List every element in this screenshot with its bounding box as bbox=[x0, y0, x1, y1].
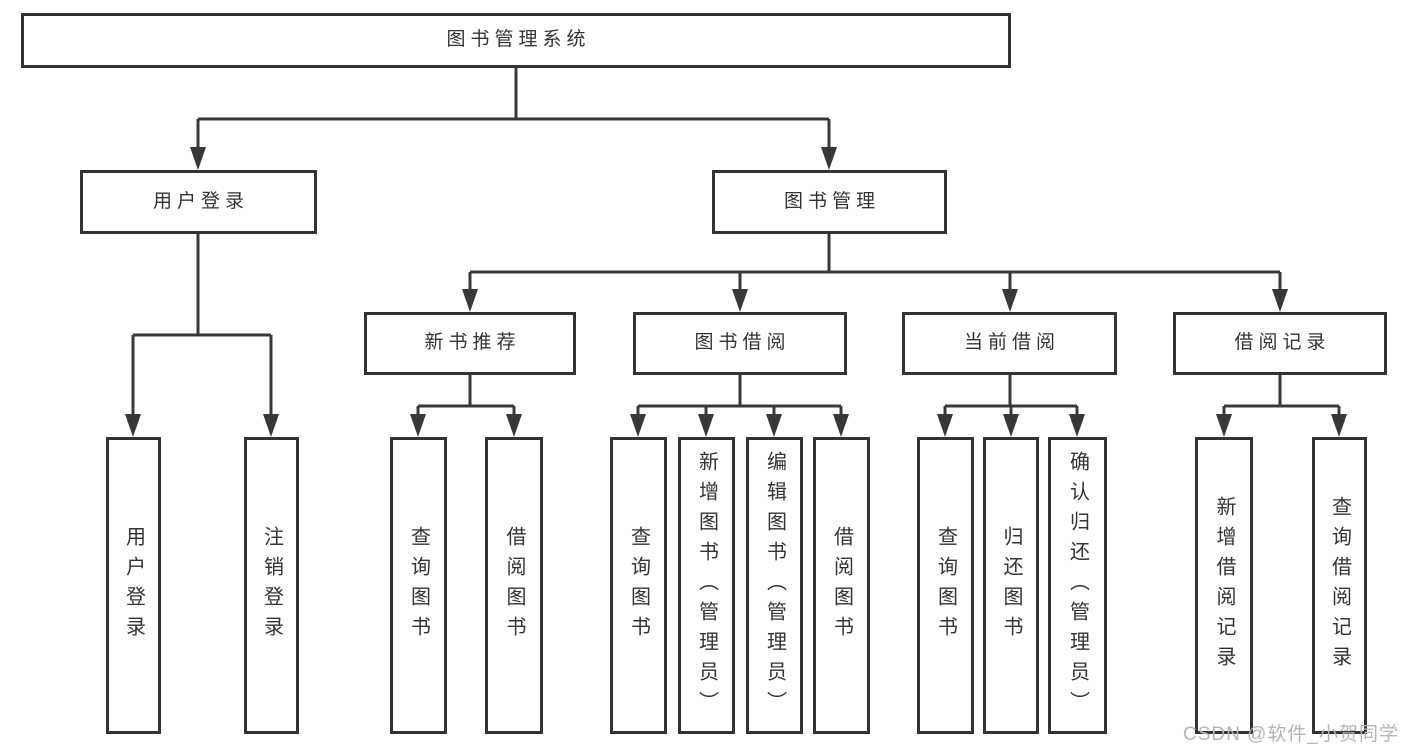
node-label: 确认归还（管理员） bbox=[1066, 450, 1089, 721]
node-user-login: 用户登录 bbox=[80, 170, 317, 234]
node-book-borrow: 图书借阅 bbox=[633, 312, 847, 375]
node-label: 新书推荐 bbox=[424, 332, 521, 354]
node-book-management: 图书管理 bbox=[712, 170, 947, 234]
csdn-watermark: CSDN @软件_小贺同学 bbox=[1183, 724, 1399, 745]
node-label: 查询借阅记录 bbox=[1328, 495, 1351, 676]
leaf-edit-books-admin: 编辑图书（管理员） bbox=[746, 437, 803, 734]
connector-book-borrow bbox=[636, 375, 843, 415]
node-label: 借阅记录 bbox=[1234, 332, 1331, 354]
leaf-query-borrow-record: 查询借阅记录 bbox=[1312, 437, 1367, 734]
node-new-book-recommend: 新书推荐 bbox=[364, 312, 576, 375]
node-label: 查询图书 bbox=[627, 525, 650, 646]
node-label: 新增借阅记录 bbox=[1213, 495, 1235, 676]
connector-book-management bbox=[468, 234, 1282, 290]
leaf-query-books-borrow: 查询图书 bbox=[610, 437, 667, 734]
leaf-add-borrow-record: 新增借阅记录 bbox=[1195, 437, 1253, 734]
connector-new-book bbox=[416, 375, 516, 415]
node-label: 编辑图书（管理员） bbox=[763, 450, 786, 721]
leaf-user-login: 用户登录 bbox=[106, 437, 161, 734]
node-label: 注销登录 bbox=[260, 525, 283, 646]
node-label: 归还图书 bbox=[1000, 525, 1022, 646]
node-label: 用户登录 bbox=[152, 190, 249, 212]
node-label: 图书借阅 bbox=[694, 332, 791, 354]
node-label: 借阅图书 bbox=[503, 525, 525, 646]
node-label: 借阅图书 bbox=[830, 525, 853, 646]
leaf-borrow-books: 借阅图书 bbox=[813, 437, 870, 734]
node-label: 新增图书（管理员） bbox=[695, 450, 718, 721]
connector-user-login bbox=[131, 234, 273, 415]
node-system-root: 图书管理系统 bbox=[21, 13, 1011, 68]
connector-root bbox=[196, 68, 831, 148]
leaf-return-books: 归还图书 bbox=[983, 437, 1039, 734]
connector-current-borrow bbox=[943, 375, 1079, 415]
node-label: 查询图书 bbox=[934, 525, 957, 646]
node-label: 查询图书 bbox=[407, 525, 430, 646]
connector-borrow-records bbox=[1222, 375, 1341, 415]
node-label: 用户登录 bbox=[122, 525, 145, 646]
node-borrow-records: 借阅记录 bbox=[1173, 312, 1387, 375]
node-label: 图书管理 bbox=[783, 190, 880, 212]
leaf-borrow-books-recommend: 借阅图书 bbox=[485, 437, 543, 734]
leaf-confirm-return-admin: 确认归还（管理员） bbox=[1048, 437, 1107, 734]
leaf-query-books-recommend: 查询图书 bbox=[390, 437, 447, 734]
node-current-borrow: 当前借阅 bbox=[902, 312, 1117, 375]
node-label: 图书管理系统 bbox=[446, 29, 591, 51]
node-label: 当前借阅 bbox=[963, 332, 1060, 354]
arrowheads bbox=[125, 147, 1347, 437]
leaf-add-books-admin: 新增图书（管理员） bbox=[678, 437, 735, 734]
leaf-logout: 注销登录 bbox=[244, 437, 299, 734]
leaf-query-books-current: 查询图书 bbox=[917, 437, 974, 734]
